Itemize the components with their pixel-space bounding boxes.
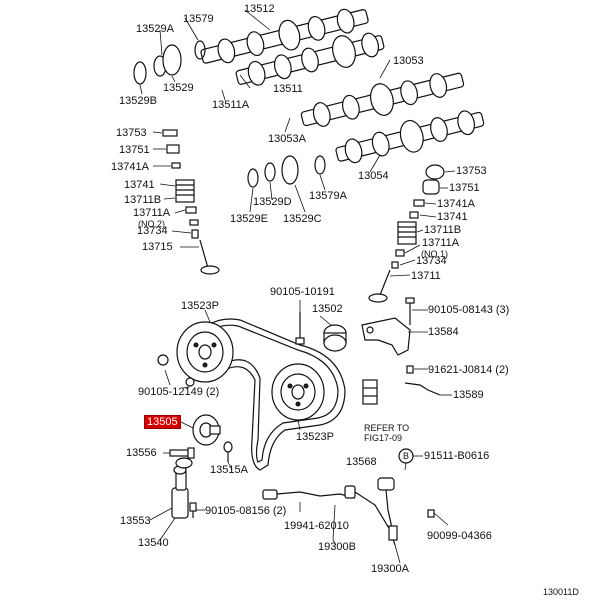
spring-13589 bbox=[404, 365, 441, 396]
part-label: (NO.2) bbox=[138, 219, 165, 229]
part-label: 19300A bbox=[371, 563, 409, 575]
part-label: 13579 bbox=[183, 13, 214, 25]
part-label: 13734 bbox=[416, 255, 447, 267]
part-label: 13711A bbox=[133, 207, 171, 219]
camshaft-13512 bbox=[200, 8, 369, 64]
part-label: 13553 bbox=[120, 515, 151, 527]
part-label: 13529B bbox=[119, 95, 157, 107]
valve-stack-right bbox=[368, 164, 445, 303]
part-label: 13556 bbox=[126, 447, 157, 459]
part-label: 90105-08143 (3) bbox=[428, 304, 510, 316]
part-label: 13529E bbox=[230, 213, 268, 225]
part-label: 13523P bbox=[181, 300, 219, 312]
part-label: 13751 bbox=[449, 182, 480, 194]
part-label: 13753 bbox=[116, 127, 147, 139]
part-label: 13751 bbox=[119, 144, 150, 156]
part-label: 13540 bbox=[138, 537, 169, 549]
part-label: (NO.1) bbox=[421, 249, 448, 259]
seal-rings-top-left bbox=[133, 40, 206, 85]
part-label: 13502 bbox=[312, 303, 343, 315]
camshaft-13511 bbox=[235, 32, 385, 86]
part-label: 13711 bbox=[411, 270, 441, 282]
camshaft-pulley-left bbox=[176, 321, 234, 383]
part-label: 13741A bbox=[111, 161, 149, 173]
part-label: 13053A bbox=[268, 133, 306, 145]
sensor-harness-19300 bbox=[262, 477, 398, 546]
part-label-highlighted[interactable]: 13505 bbox=[144, 415, 181, 429]
part-label: 13711A bbox=[422, 237, 460, 249]
part-label: 90105-08156 (2) bbox=[205, 505, 287, 517]
pin-13515a bbox=[223, 441, 233, 462]
part-label: 13711B bbox=[424, 224, 462, 236]
bolts-90105-12149 bbox=[157, 354, 195, 387]
part-label: 91621-J0814 (2) bbox=[428, 364, 509, 376]
part-label: 13511A bbox=[212, 99, 250, 111]
part-label: 13529D bbox=[253, 196, 292, 208]
part-label: 19941-62010 bbox=[284, 520, 349, 532]
part-label: 19300B bbox=[318, 541, 356, 553]
b-marker-label: B bbox=[403, 451, 410, 461]
part-label: 13584 bbox=[428, 326, 459, 338]
part-label: 90105-10191 bbox=[270, 286, 335, 298]
part-label: 90099-04366 bbox=[427, 530, 492, 542]
part-label: 13054 bbox=[358, 170, 389, 182]
part-label: 13753 bbox=[456, 165, 487, 177]
part-label: 13515A bbox=[210, 464, 248, 476]
valve-stack-left bbox=[162, 129, 220, 275]
refer-text: REFER TO bbox=[364, 423, 410, 433]
bracket-13584 bbox=[361, 297, 415, 356]
part-label: 13053 bbox=[393, 55, 424, 67]
camshaft-pulley-right bbox=[271, 363, 325, 421]
part-label: 91511-B0616 bbox=[424, 450, 490, 462]
part-label: 13529C bbox=[283, 213, 322, 225]
bolt-90105-10191 bbox=[295, 312, 305, 345]
part-label: 13589 bbox=[453, 389, 484, 401]
refer-text: FIG17-09 bbox=[364, 433, 403, 443]
part-label: 13523P bbox=[296, 431, 334, 443]
part-label: 13512 bbox=[244, 3, 275, 15]
part-label: 13529 bbox=[163, 82, 194, 94]
part-label: 13711B bbox=[124, 194, 162, 206]
part-label: 13579A bbox=[309, 190, 347, 202]
part-label: 13568 bbox=[346, 456, 377, 468]
part-label: 90105-12149 (2) bbox=[138, 386, 220, 398]
figure-code: 130011D bbox=[543, 587, 579, 597]
part-label: 13715 bbox=[142, 241, 173, 253]
seal-rings-middle bbox=[247, 155, 326, 188]
tensioner-plunger-13540 bbox=[171, 457, 193, 519]
idler-pulley-13502 bbox=[323, 324, 347, 352]
bolt-90099-04366 bbox=[427, 509, 435, 518]
camshaft-13053 bbox=[300, 72, 465, 127]
part-label: 13741A bbox=[437, 198, 475, 210]
bolt-13556 bbox=[169, 447, 195, 459]
tensioner-13505 bbox=[192, 414, 221, 446]
part-label: 13734 bbox=[137, 225, 168, 237]
part-label: 13741 bbox=[437, 211, 468, 223]
camshaft-13054 bbox=[335, 110, 485, 164]
part-label: 13741 bbox=[124, 179, 155, 191]
part-label: 13529A bbox=[136, 23, 174, 35]
part-label: 13511 bbox=[273, 83, 303, 95]
bolts-90105-08156 bbox=[189, 502, 197, 518]
refer-marker bbox=[362, 379, 378, 405]
